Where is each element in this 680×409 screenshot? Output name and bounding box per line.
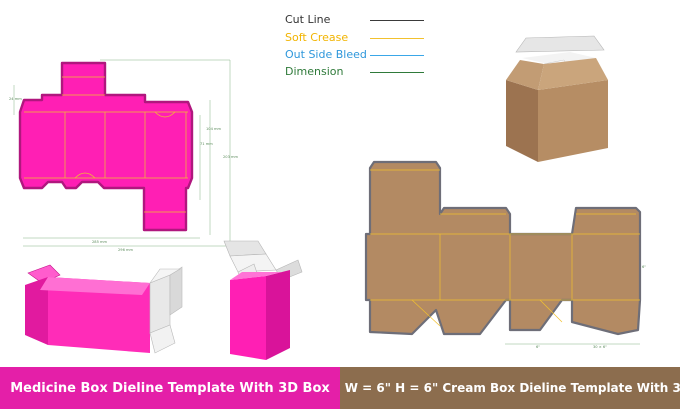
legend-swatch-soft-crease (370, 38, 424, 39)
banner-left-text: Medicine Box Dieline Template With 3D Bo… (10, 380, 330, 396)
cream-box-3d (506, 35, 608, 162)
pink-creases (24, 76, 188, 213)
legend-swatch-cut-line (370, 20, 424, 21)
medicine-box-3d-open (25, 264, 183, 354)
dim-label-kraft-bottom-2: 30 × 6" (593, 345, 607, 349)
banner-right: L = 6" W = 6" H = 6" Cream Box Dieline T… (340, 367, 680, 409)
dim-label-pink-top: 24 mm (9, 97, 22, 101)
dim-label-pink-right-3: 203 mm (223, 155, 239, 159)
legend-label-soft-crease: Soft Crease (285, 31, 349, 44)
cream-box-dieline: 6" 6" 30 × 6" (364, 160, 646, 349)
kraft-creases (370, 169, 640, 327)
dim-label-pink-bottom-1: 285 mm (92, 240, 108, 244)
legend-label-dimension: Dimension (285, 65, 344, 78)
banner-left: Medicine Box Dieline Template With 3D Bo… (0, 367, 340, 409)
pink-dieline-body (18, 61, 194, 232)
dim-label-pink-right-2: 71 mm (200, 142, 213, 146)
banner-right-text: L = 6" W = 6" H = 6" Cream Box Dieline T… (340, 381, 680, 395)
medicine-box-3d-tall (223, 240, 303, 360)
dim-label-kraft-bottom-1: 6" (536, 345, 540, 349)
dim-label-pink-right-1: 104 mm (206, 127, 222, 131)
legend-label-outside-bleed: Out Side Bleed (285, 48, 367, 61)
dim-label-kraft-height: 6" (642, 265, 646, 269)
legend-swatch-outside-bleed (370, 55, 424, 56)
legend-label-cut-line: Cut Line (285, 13, 331, 26)
medicine-box-dieline: 24 mm 104 mm 71 mm 203 mm 285 mm 296 mm (9, 59, 239, 252)
dim-label-pink-bottom-2: 296 mm (118, 248, 134, 252)
legend-swatch-dimension (370, 72, 424, 73)
kraft-dieline-body (364, 160, 642, 336)
